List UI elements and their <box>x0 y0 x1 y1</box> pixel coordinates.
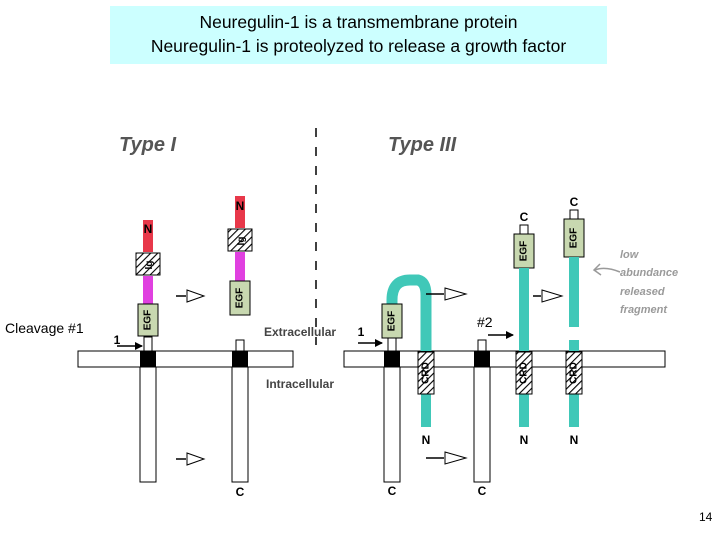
cleavage-1-label: Cleavage #1 <box>5 320 84 336</box>
membrane-type-i <box>77 350 294 368</box>
type-i-protein-1: Ig EGF N <box>135 220 161 483</box>
ig-domain <box>135 252 161 276</box>
type-iii-protein-1: EGF CRD N C <box>381 274 435 498</box>
slide-title: Neuregulin-1 is a transmembrane protein … <box>110 6 607 64</box>
egf-domain <box>229 280 251 316</box>
n-terminal-segment <box>235 196 245 228</box>
crd-domain <box>565 351 583 395</box>
teal-tail <box>569 367 579 427</box>
egf-domain <box>137 303 159 337</box>
released-fragment-annotation: low abundance released fragment <box>592 249 678 316</box>
c-terminus-label: C <box>520 210 529 224</box>
intracellular-label: Intracellular <box>266 377 334 391</box>
stalk <box>387 337 397 352</box>
release-arrow <box>426 287 468 301</box>
c-terminus-label: C <box>570 195 579 209</box>
egf-label: EGF <box>569 228 580 249</box>
intracellular-tail <box>383 366 401 483</box>
stalk <box>235 339 245 352</box>
egf-label: EGF <box>387 311 398 332</box>
release-arrow <box>533 289 564 303</box>
fragment-text-1: low <box>620 249 640 261</box>
transmembrane-domain <box>384 351 400 367</box>
intracellular-tail <box>139 366 157 483</box>
type-iii-heading: Type III <box>388 134 457 156</box>
crd-domain <box>417 351 435 395</box>
release-arrow <box>176 452 206 466</box>
egf-label: EGF <box>519 241 530 262</box>
intracellular-tail <box>473 366 491 483</box>
c-cap <box>569 209 579 220</box>
teal-tail <box>421 367 431 427</box>
cleavage-site-label: 1 <box>358 325 365 339</box>
type-i-protein-2: Ig EGF N C <box>227 196 253 499</box>
egf-label: EGF <box>235 288 246 309</box>
n-terminus-label: N <box>570 433 579 447</box>
type-iii-protein-4: EGF CRD C N <box>563 195 585 447</box>
intracellular-tail <box>231 366 249 483</box>
crd-label: CRD <box>421 362 432 384</box>
stalk <box>143 336 153 352</box>
cleavage-site-label: 1 <box>114 333 121 347</box>
c-cap <box>519 224 529 235</box>
n-terminus-label: N <box>520 433 529 447</box>
teal-segment <box>519 268 529 351</box>
teal-stub <box>569 340 579 351</box>
c-terminus-label: C <box>388 484 397 498</box>
transmembrane-domain <box>474 351 490 367</box>
fragment-text-2: abundance <box>620 267 678 279</box>
crd-domain <box>515 351 533 395</box>
extracellular-label: Extracellular <box>264 325 336 339</box>
type-iii-protein-3: EGF CRD C N <box>513 210 535 447</box>
release-arrows <box>176 287 564 466</box>
c-terminus-label: C <box>478 484 487 498</box>
cleavage-2-label: #2 <box>477 314 493 330</box>
ig-label: Ig <box>144 261 155 270</box>
title-line-2: Neuregulin-1 is proteolyzed to release a… <box>150 36 567 56</box>
crd-label: CRD <box>569 362 580 384</box>
type-i-heading: Type I <box>119 134 176 156</box>
egf-label: EGF <box>143 310 154 331</box>
n-terminal-segment <box>143 220 153 252</box>
fragment-pointer <box>594 267 621 273</box>
linker-segment <box>235 252 245 282</box>
teal-tail <box>519 367 529 427</box>
ig-domain <box>227 228 253 252</box>
fragment-text-4: fragment <box>620 304 668 316</box>
c-terminus-label: C <box>236 485 245 499</box>
n-terminus-label: N <box>422 433 431 447</box>
linker-segment <box>143 276 153 306</box>
fragment-pointer-head <box>592 263 602 276</box>
transmembrane-domain <box>232 351 248 367</box>
stalk <box>477 339 487 352</box>
n-terminus-label: N <box>144 222 153 236</box>
crd-label: CRD <box>519 362 530 384</box>
teal-loop <box>386 274 432 351</box>
ig-label: Ig <box>236 237 247 246</box>
n-terminus-label: N <box>236 199 245 213</box>
slide-number: 14 <box>699 510 713 524</box>
type-iii-protein-2: C <box>473 339 491 498</box>
release-arrow <box>176 289 206 303</box>
released-teal-segment <box>569 257 579 327</box>
release-arrow <box>426 451 468 465</box>
fragment-text-3: released <box>620 286 665 298</box>
transmembrane-domain <box>140 351 156 367</box>
title-line-1: Neuregulin-1 is a transmembrane protein <box>199 12 518 32</box>
